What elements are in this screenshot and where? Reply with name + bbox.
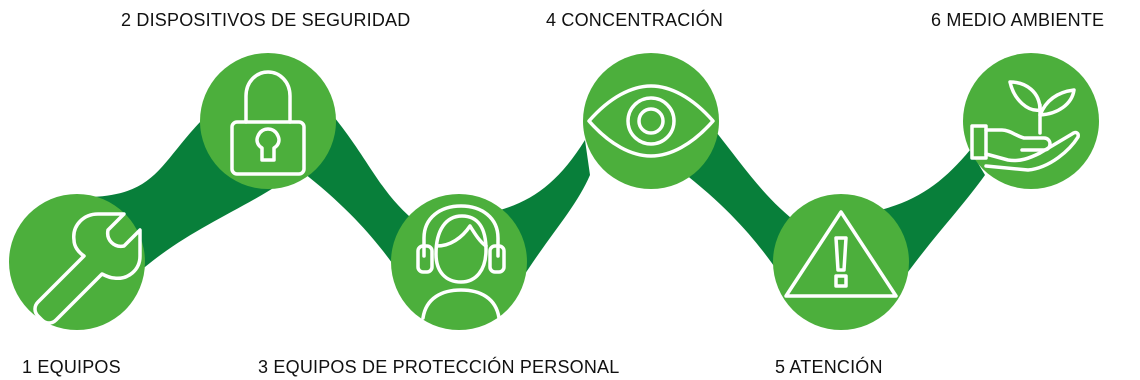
padlock-icon bbox=[230, 70, 306, 176]
eye-icon bbox=[587, 84, 715, 158]
step-6-circle bbox=[963, 53, 1099, 189]
wrench-icon bbox=[33, 212, 142, 325]
step-2-label: 2 DISPOSITIVOS DE SEGURIDAD bbox=[121, 10, 411, 30]
hand-with-plant-icon bbox=[970, 80, 1080, 172]
step-4-label: 4 CONCENTRACIÓN bbox=[546, 10, 724, 30]
step-6-label: 6 MEDIO AMBIENTE bbox=[931, 10, 1105, 30]
person-with-headphones-icon bbox=[416, 204, 506, 320]
step-3-circle bbox=[391, 194, 527, 330]
step-4-circle bbox=[583, 53, 719, 189]
step-5-label: 5 ATENCIÓN bbox=[775, 357, 883, 377]
step-3-label: 3 EQUIPOS DE PROTECCIÓN PERSONAL bbox=[258, 357, 620, 377]
step-1-label: 1 EQUIPOS bbox=[22, 357, 121, 377]
warning-triangle-icon bbox=[784, 210, 898, 298]
